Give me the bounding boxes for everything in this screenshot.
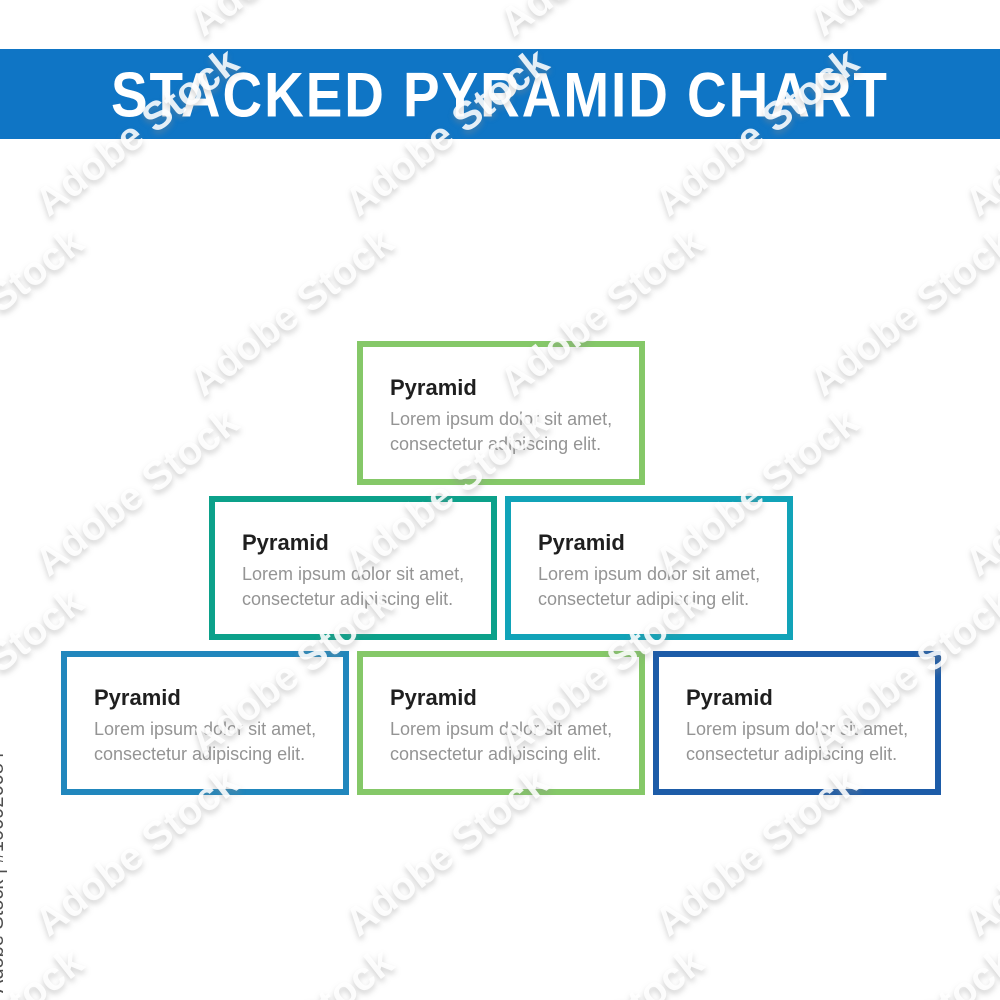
adobe-stock-watermark: Adobe Stock [0, 0, 92, 45]
title-banner: STACKED PYRAMID CHART [0, 49, 1000, 139]
adobe-stock-watermark: Adobe Stock [0, 940, 92, 1000]
pyramid-box-mid-left: Pyramid Lorem ipsum dolor sit amet, cons… [209, 496, 497, 640]
pyramid-box-mid-right: Pyramid Lorem ipsum dolor sit amet, cons… [505, 496, 793, 640]
box-title: Pyramid [538, 530, 625, 555]
box-body-line: Lorem ipsum dolor sit amet, [390, 719, 613, 739]
page-title: STACKED PYRAMID CHART [111, 58, 889, 130]
box-body-line: consectetur adipiscing elit. [390, 744, 602, 764]
adobe-stock-watermark: Adobe Stock [492, 940, 712, 1000]
box-title: Pyramid [686, 685, 773, 710]
pyramid-box-bottom-right: Pyramid Lorem ipsum dolor sit amet, cons… [653, 651, 941, 795]
adobe-stock-watermark: Adobe Stock [802, 219, 1000, 405]
pyramid-box-bottom-center: Pyramid Lorem ipsum dolor sit amet, cons… [357, 651, 645, 795]
adobe-stock-watermark: Adobe Stock [802, 0, 1000, 45]
adobe-stock-watermark: Adobe Stock [182, 0, 402, 45]
box-body-line: consectetur adipiscing elit. [538, 589, 750, 609]
box-body-line: consectetur adipiscing elit. [94, 744, 306, 764]
pyramid-box-bottom-left: Pyramid Lorem ipsum dolor sit amet, cons… [61, 651, 349, 795]
stock-id-label: Adobe Stock | #100926084 [0, 752, 8, 993]
adobe-stock-watermark: Adobe Stock [492, 0, 712, 45]
box-body-line: Lorem ipsum dolor sit amet, [242, 564, 465, 584]
box-title: Pyramid [94, 685, 181, 710]
box-title: Pyramid [242, 530, 329, 555]
adobe-stock-watermark: Adobe Stock [182, 940, 402, 1000]
box-body-line: Lorem ipsum dolor sit amet, [538, 564, 761, 584]
box-body-line: Lorem ipsum dolor sit amet, [390, 409, 613, 429]
adobe-stock-watermark: Adobe Stock [957, 400, 1000, 585]
pyramid-box-top: Pyramid Lorem ipsum dolor sit amet, cons… [357, 341, 645, 485]
box-body-line: consectetur adipiscing elit. [686, 744, 898, 764]
adobe-stock-watermark: Adobe Stock [0, 219, 92, 405]
box-body-line: consectetur adipiscing elit. [390, 434, 602, 454]
box-title: Pyramid [390, 375, 477, 400]
box-body-line: Lorem ipsum dolor sit amet, [94, 719, 317, 739]
box-title: Pyramid [390, 685, 477, 710]
box-body-line: consectetur adipiscing elit. [242, 589, 454, 609]
box-body-line: Lorem ipsum dolor sit amet, [686, 719, 909, 739]
adobe-stock-watermark: Adobe Stock [802, 940, 1000, 1000]
adobe-stock-watermark: Adobe Stock [957, 760, 1000, 945]
